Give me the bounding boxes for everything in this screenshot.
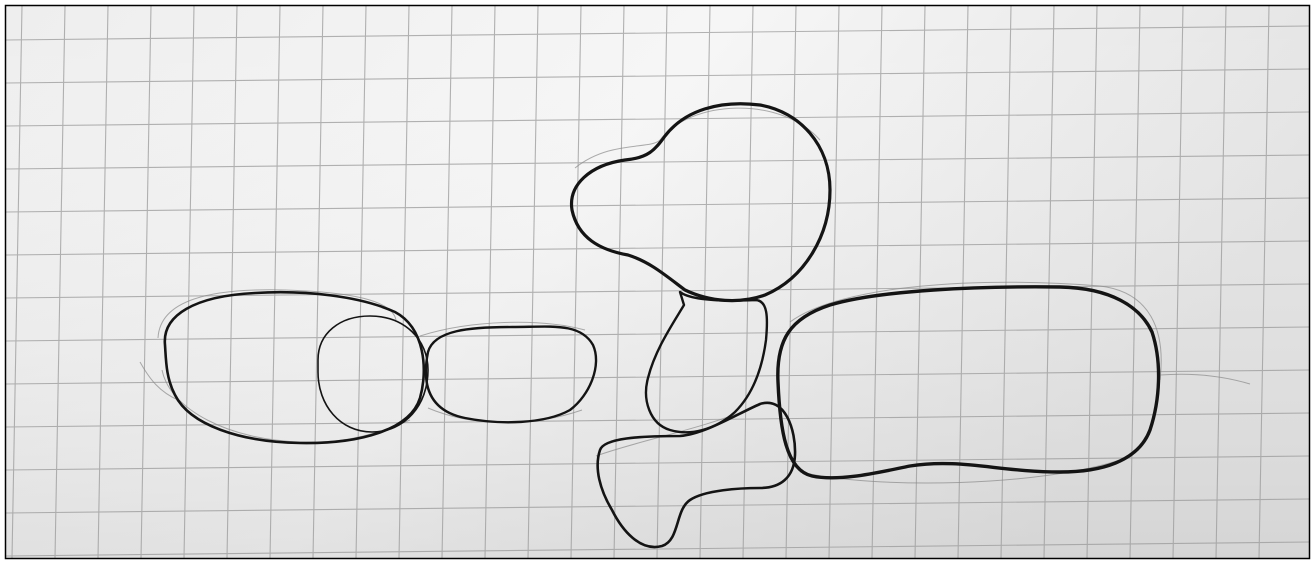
paper-vignette — [6, 6, 1309, 558]
